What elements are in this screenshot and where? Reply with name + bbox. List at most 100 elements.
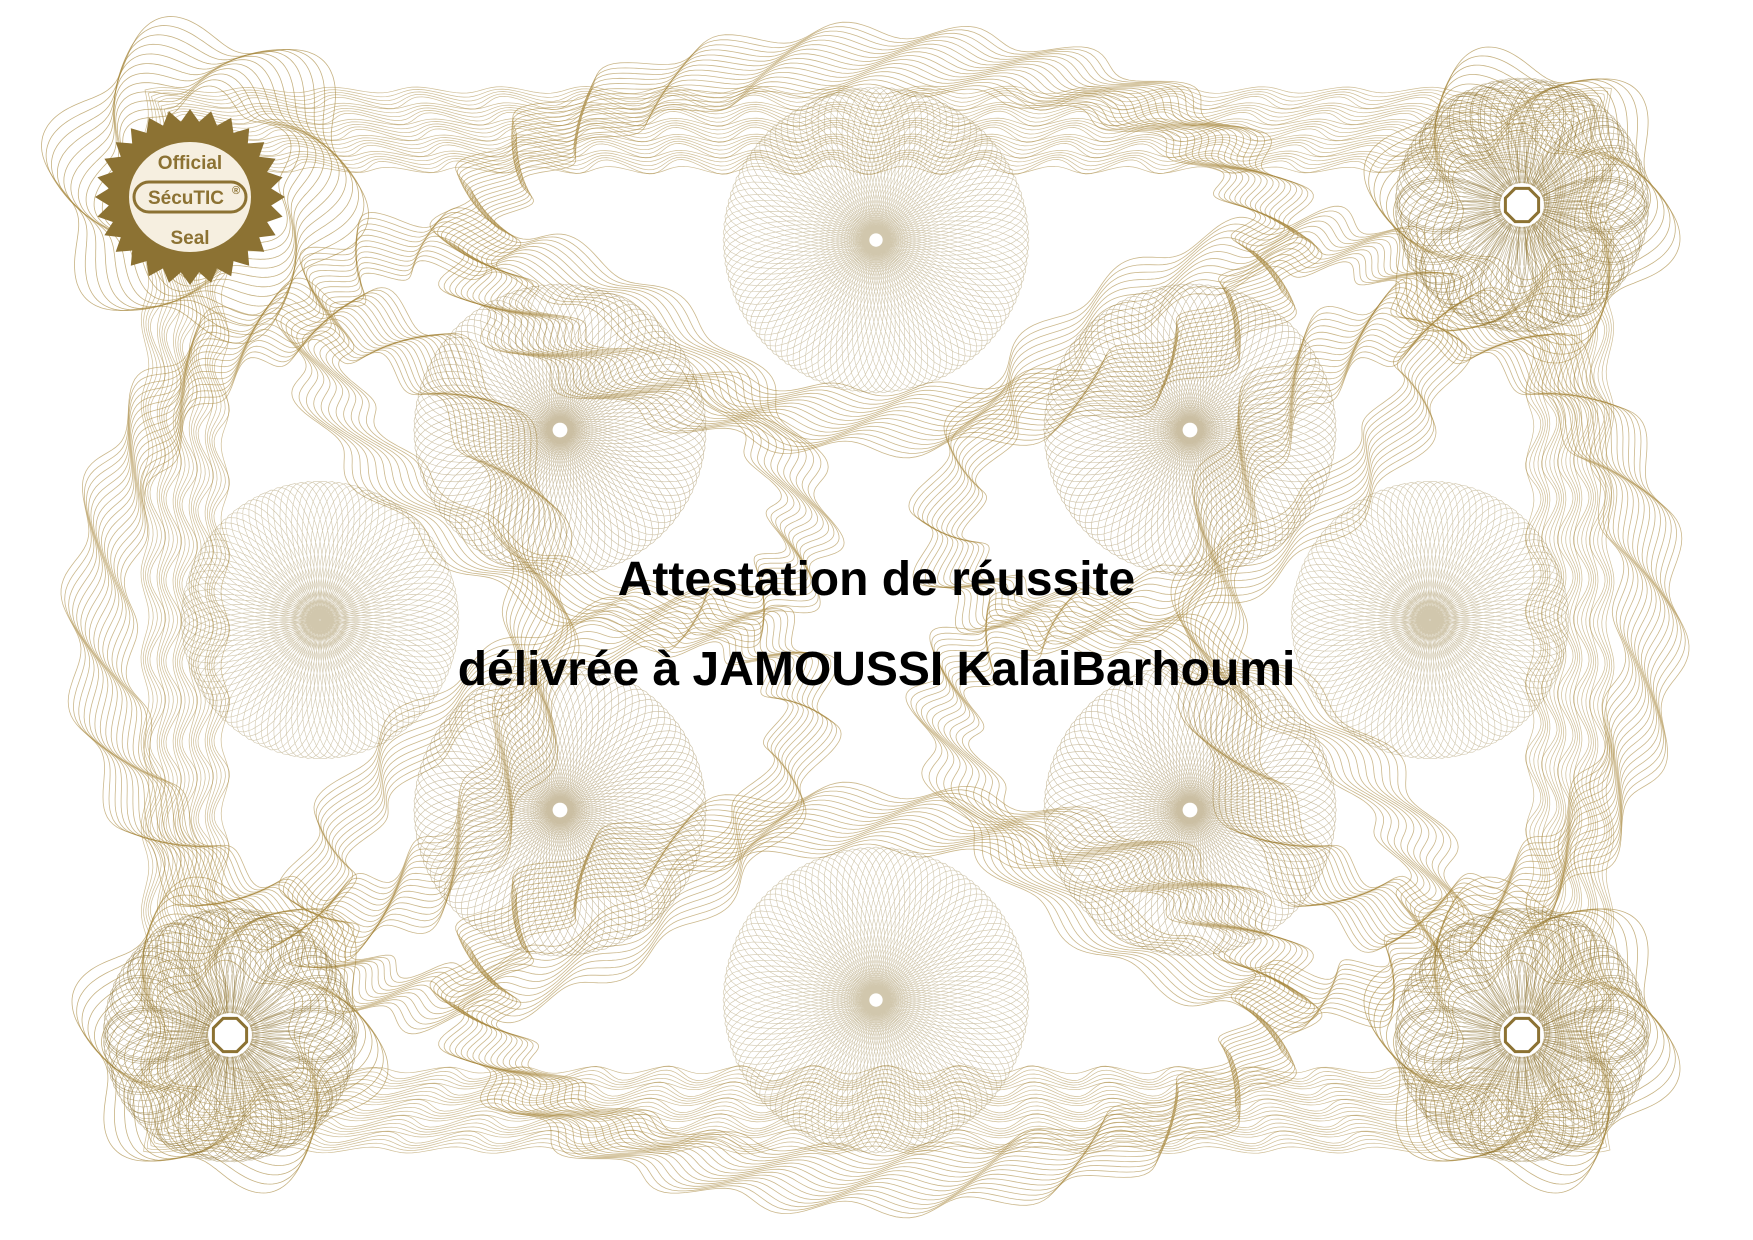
guilloche-line [493,843,1259,1157]
guilloche-line [1440,946,1604,1124]
guilloche-line [1207,314,1653,926]
guilloche-line [140,85,1615,1155]
guilloche-line [1379,904,1665,1166]
guilloche-line [457,51,1295,429]
guilloche-line [87,904,373,1166]
guilloche-line [917,215,1463,645]
guilloche-line [476,67,1276,413]
guilloche-line [291,600,829,1020]
guilloche-line [1386,912,1658,1158]
guilloche-line [206,151,1549,1089]
guilloche-line [1503,1016,1541,1054]
guilloche-line [1398,86,1646,324]
guilloche-line [321,633,799,987]
guilloche-line [1043,663,1337,957]
guilloche-line [287,595,833,1025]
guilloche-line [68,287,572,953]
guilloche-line [88,307,552,933]
guilloche-line [445,799,1307,1201]
guilloche-line [471,63,1281,417]
guilloche-line [181,126,1574,1114]
guilloche-line [174,119,1581,1121]
guilloche-line [331,641,789,979]
guilloche-line [220,165,1535,1075]
guilloche-line [325,250,795,610]
guilloche-line [101,916,359,1154]
guilloche-line [280,211,840,649]
guilloche-line [413,283,707,577]
guilloche-line [165,110,1590,1130]
guilloche-line [147,92,1608,1148]
guilloche-line [333,260,787,600]
guilloche-line [932,611,1448,1009]
guilloche-line [51,34,359,326]
guilloche-line [441,35,1311,445]
guilloche-line [1396,81,1648,329]
guilloche-line [1230,334,1630,906]
guilloche-line [76,297,564,943]
guilloche-line [949,625,1431,995]
guilloche-line [490,839,1262,1161]
guilloche-line [961,261,1419,599]
guilloche-line [285,216,835,644]
guilloche-line [441,795,1311,1205]
guilloche-line [76,885,384,1185]
guilloche-line [111,326,529,914]
guilloche-line [481,71,1271,409]
guilloche-line [1408,923,1636,1147]
guilloche-line [211,1016,249,1054]
guilloche-line [290,221,830,639]
guilloche-line [485,75,1267,405]
rosette-icon [71,876,389,1194]
guilloche-line [1393,86,1651,324]
guilloche-line [413,663,707,957]
guilloche-line [1373,64,1671,346]
guilloche-line [912,210,1468,650]
guilloche-line [77,59,333,301]
guilloche-line [722,846,1030,1154]
seal-top-text: Official [158,153,222,174]
guilloche-line [313,240,807,620]
guilloche-line [282,590,838,1030]
guilloche-line [956,257,1424,603]
guilloche-line [1400,919,1644,1151]
guilloche-line [116,330,524,910]
guilloche-line [1043,283,1337,577]
guilloche-line [106,322,534,918]
guilloche-line [156,952,304,1118]
guilloche-line [81,894,379,1176]
guilloche-line [1424,934,1620,1136]
guilloche-line [951,253,1429,607]
guilloche-line [149,94,1606,1146]
guilloche-line [433,26,1319,454]
guilloche-line [937,615,1443,1005]
guilloche-line [124,928,336,1142]
guilloche-line [108,919,352,1151]
guilloche-line [97,314,543,926]
rosette-icon [1363,876,1681,1194]
guilloche-line [1226,330,1634,910]
certificate-title: Attestation de réussite [617,553,1136,606]
guilloche-line [457,811,1295,1189]
guilloche-line [132,934,328,1136]
guilloche-line [910,591,1470,1029]
guilloche-line [1194,304,1666,936]
guilloche-line [63,52,347,308]
guilloche-line [921,220,1459,640]
guilloche-line [85,63,325,297]
guilloche-line [84,304,556,936]
guilloche-line [1198,307,1662,933]
guilloche-line [926,606,1454,1014]
guilloche-line [1386,82,1658,328]
guilloche-line [959,635,1421,985]
guilloche-line [123,338,517,902]
guilloche-line [60,277,580,963]
guilloche-line [93,311,547,929]
guilloche-line [926,225,1454,635]
guilloche-line [1186,297,1674,943]
guilloche-line [211,156,1544,1084]
guilloche-line [197,142,1558,1098]
guilloche-line [64,282,576,958]
guilloche-line [485,835,1267,1165]
